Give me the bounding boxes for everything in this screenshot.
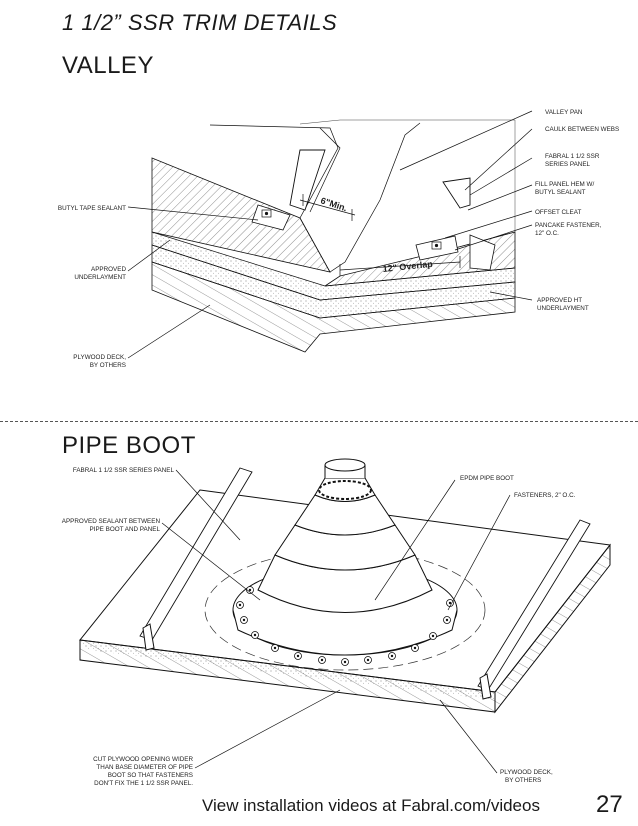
label-plywood-line1: PLYWOOD DECK,	[73, 354, 126, 361]
label-boot-plywood-line2: BY OTHERS	[505, 777, 541, 784]
footer-videos-link[interactable]: View installation videos at Fabral.com/v…	[202, 796, 540, 815]
label-fabral-panel-line2: SERIES PANEL	[545, 161, 591, 168]
label-fasteners: FASTENERS, 2" O.C.	[514, 492, 576, 499]
page-title: 1 1/2” SSR TRIM DETAILS	[62, 10, 338, 35]
pipe-boot-section-title: PIPE BOOT	[62, 432, 196, 459]
label-sealant-line1: APPROVED SEALANT BETWEEN	[62, 518, 161, 525]
section-divider	[0, 421, 638, 422]
label-fill-panel-line1: FILL PANEL HEM W/	[535, 181, 594, 188]
label-sealant-line2: PIPE BOOT AND PANEL	[90, 526, 161, 533]
label-cut-line4: DON'T FIX THE 1 1/2 SSR PANEL.	[94, 780, 193, 787]
label-offset-cleat: OFFSET CLEAT	[535, 209, 581, 216]
label-fill-panel-line2: BUTYL SEALANT	[535, 189, 586, 196]
label-underlayment-line1: APPROVED	[91, 266, 126, 273]
label-cut-line1: CUT PLYWOOD OPENING WIDER	[93, 756, 193, 763]
label-valley-pan: VALLEY PAN	[545, 109, 583, 116]
label-butyl-tape: BUTYL TAPE SEALANT	[58, 205, 126, 212]
label-boot-fabral-panel: FABRAL 1 1/2 SSR SERIES PANEL	[73, 467, 175, 474]
label-epdm: EPDM PIPE BOOT	[460, 475, 514, 482]
pipe-boot-drawing: FABRAL 1 1/2 SSR SERIES PANEL APPROVED S…	[62, 458, 611, 787]
label-boot-plywood-line1: PLYWOOD DECK,	[500, 769, 553, 776]
label-cut-line2: THAN BASE DIAMETER OF PIPE	[96, 764, 193, 771]
valley-drawing: 6"Min. 12" Overlap VALLEY PAN CAULK BETW…	[58, 109, 619, 369]
valley-section-title: VALLEY	[62, 52, 154, 79]
dim-6min: 6"Min.	[319, 195, 348, 213]
label-plywood-line2: BY OTHERS	[90, 362, 126, 369]
page-number: 27	[596, 791, 623, 818]
label-approved-ht-line1: APPROVED HT	[537, 297, 582, 304]
label-cut-line3: BOOT SO THAT FASTENERS	[108, 772, 193, 779]
label-fabral-panel-line1: FABRAL 1 1/2 SSR	[545, 153, 600, 160]
label-underlayment-line2: UNDERLAYMENT	[74, 274, 126, 281]
label-approved-ht-line2: UNDERLAYMENT	[537, 305, 589, 312]
label-caulk: CAULK BETWEEN WEBS	[545, 126, 619, 133]
label-pancake-line2: 12" O.C.	[535, 230, 559, 237]
label-pancake-line1: PANCAKE FASTENER,	[535, 222, 602, 229]
